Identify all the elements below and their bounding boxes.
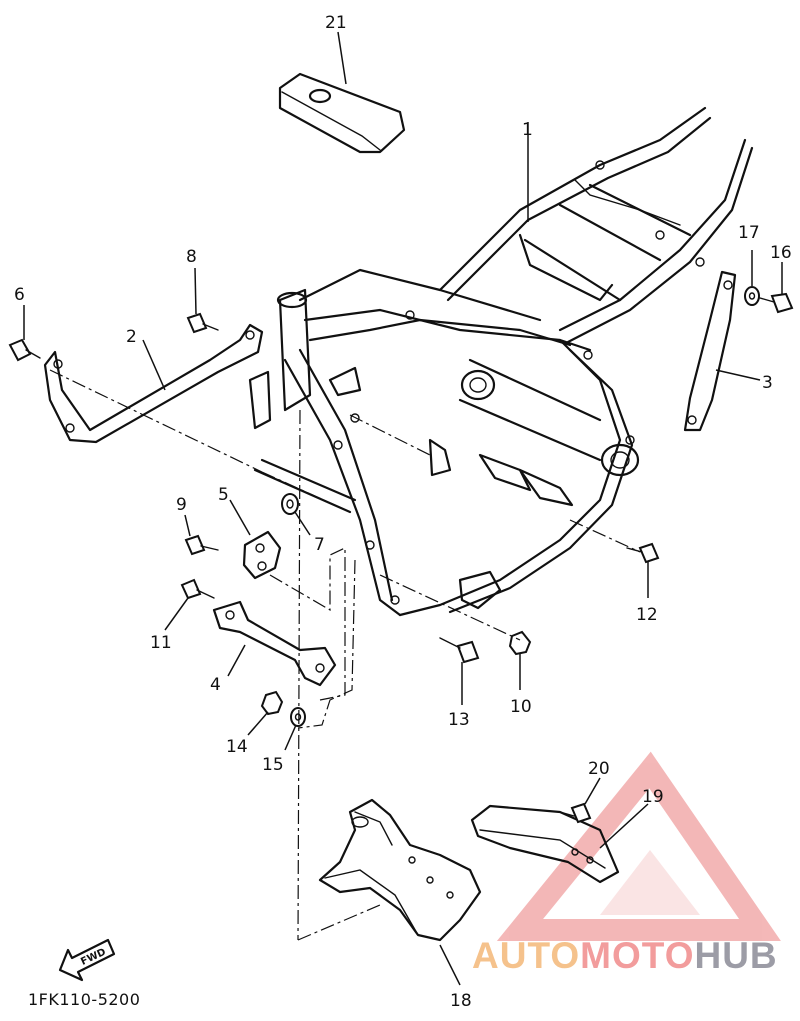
part-2-stay	[43, 323, 264, 444]
part-8-bolt	[186, 312, 219, 334]
leader-15	[284, 724, 297, 751]
alignment-lines	[49, 369, 641, 941]
part-18-cover	[318, 798, 482, 942]
callout-11: 11	[150, 633, 172, 653]
watermark-auto: AUTO	[472, 935, 581, 976]
callout-5: 5	[218, 485, 229, 505]
leader-19	[599, 803, 649, 849]
leader-20	[584, 777, 601, 805]
part-21-cover	[278, 72, 406, 154]
leader-5	[229, 499, 251, 536]
leader-3	[715, 369, 761, 381]
part-17-washer	[744, 286, 760, 306]
watermark-logo: AUTOMOTOHUB	[472, 935, 778, 977]
part-13-bolt	[439, 637, 480, 664]
part-5-plate	[242, 530, 282, 580]
callout-16: 16	[770, 243, 792, 263]
callout-21: 21	[325, 13, 347, 33]
part-19-plate	[470, 804, 620, 884]
callout-20: 20	[588, 759, 610, 779]
part-9-bolt	[184, 534, 219, 556]
watermark-triangle	[496, 751, 781, 941]
part-7-collar	[281, 493, 299, 515]
watermark-moto: MOTO	[580, 935, 695, 976]
callout-8: 8	[186, 247, 197, 267]
part-10-nut	[508, 630, 532, 656]
part-12-bolt	[626, 542, 660, 564]
callout-7: 7	[314, 535, 325, 555]
leader-18	[439, 944, 461, 986]
part-15-washer	[290, 707, 306, 727]
part-6-bolt	[8, 338, 41, 362]
callout-13: 13	[448, 710, 470, 730]
part-1-main-frame	[248, 106, 754, 617]
callout-3: 3	[762, 373, 773, 393]
catalog-code: 1FK110-5200	[28, 990, 141, 1009]
callout-12: 12	[636, 605, 658, 625]
callout-4: 4	[210, 675, 221, 695]
callout-6: 6	[14, 285, 25, 305]
callout-18: 18	[450, 991, 472, 1011]
leader-14	[247, 711, 269, 736]
part-4-bracket	[212, 600, 337, 687]
part-20-bolt	[559, 802, 592, 824]
callout-14: 14	[226, 737, 248, 757]
watermark-hub: HUB	[694, 935, 778, 976]
part-3-stay	[683, 270, 737, 432]
callout-15: 15	[262, 755, 284, 775]
leader-2	[142, 339, 166, 391]
callout-19: 19	[642, 787, 664, 807]
leader-4	[227, 644, 246, 677]
callout-17: 17	[738, 223, 760, 243]
callout-1: 1	[522, 120, 533, 140]
callout-2: 2	[126, 327, 137, 347]
callout-9: 9	[176, 495, 187, 515]
leader-11	[164, 597, 189, 631]
leader-8	[194, 267, 197, 315]
leader-9	[184, 514, 191, 537]
fwd-arrow-icon: FWD	[58, 938, 116, 982]
leader-7	[294, 511, 311, 536]
callout-10: 10	[510, 697, 532, 717]
part-14-nut	[260, 690, 284, 716]
part-16-bolt	[759, 292, 794, 314]
leader-21	[337, 31, 347, 85]
part-11-bolt	[180, 578, 215, 600]
